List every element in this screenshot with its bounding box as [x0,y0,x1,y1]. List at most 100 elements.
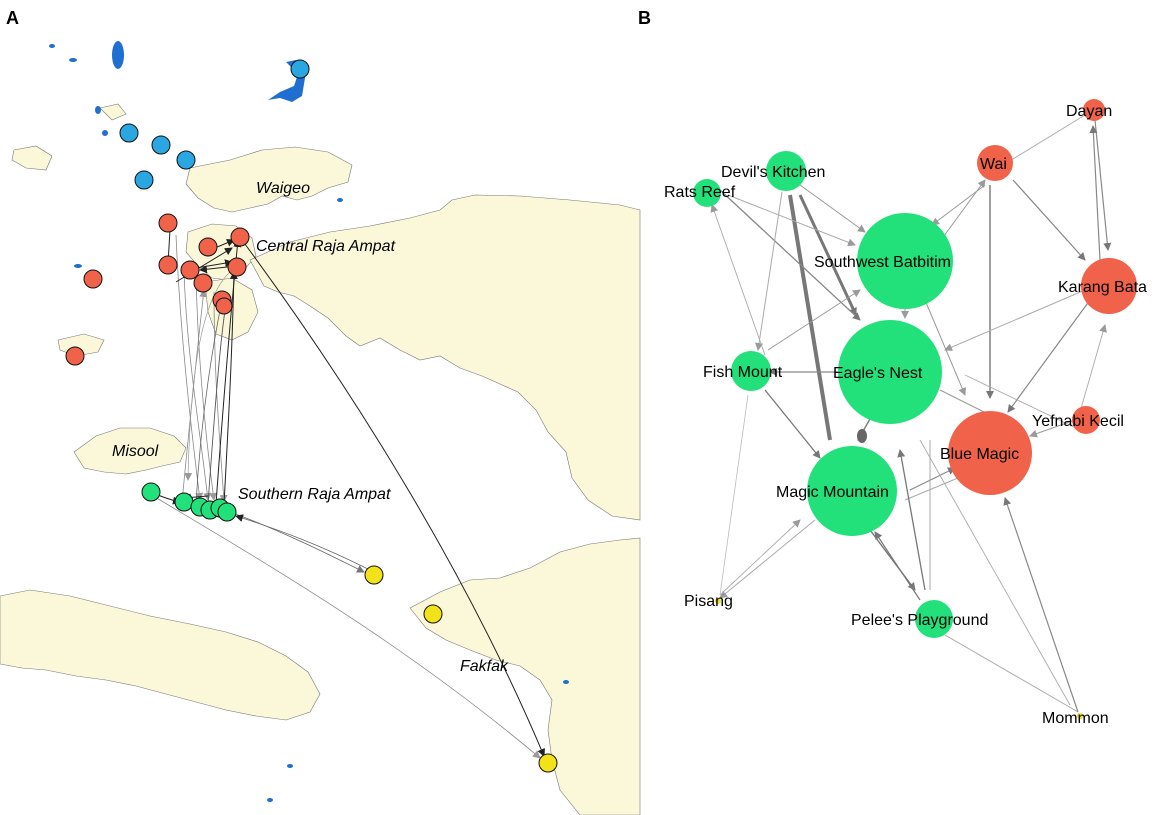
map-sites [65,59,558,773]
site-marker-southern[interactable] [141,482,161,502]
node-devils-kitchen[interactable] [766,151,806,191]
label-fakfak: Fakfak [460,658,509,675]
node-eagles-nest[interactable] [838,320,942,424]
node-label: Karang Bata [1058,279,1147,296]
reef-10 [267,798,273,802]
site-marker-fakfak[interactable] [538,753,558,773]
site-marker-north[interactable] [151,135,171,155]
panel-b-network: B [638,8,1147,727]
site-marker-fakfak[interactable] [364,565,384,585]
node-wai[interactable] [977,145,1013,181]
node-yefnabi-kecil[interactable] [1072,406,1100,434]
node-magic-mountain[interactable] [807,446,897,536]
node-dayan[interactable] [1083,99,1105,121]
network-edge [944,289,1086,351]
site-marker-central[interactable] [230,227,250,247]
network-edge [1094,119,1112,251]
site-marker-central[interactable] [180,260,200,280]
node-label: Southwest Batbitim [814,254,951,271]
network-edge [1079,324,1107,413]
map-edge [241,239,545,757]
node-karang-bata[interactable] [1081,258,1137,314]
node-label: Rats Reef [664,184,736,201]
site-marker-central[interactable] [158,213,178,233]
network-nodes [693,99,1137,719]
node-label: Magic Mountain [776,484,889,501]
map-edge [207,303,229,505]
mainland-fakfak [409,537,641,815]
network-edge [964,374,1077,429]
reef-7 [337,198,343,202]
landmasses [0,103,641,815]
map-edge [175,234,204,501]
node-southwest-batbitim[interactable] [857,213,953,309]
reef-2 [49,44,55,48]
site-marker-central[interactable] [198,237,218,257]
map-edge [235,514,371,571]
node-rats-reef[interactable] [693,179,721,207]
network-edge [931,184,986,226]
node-fish-mount[interactable] [731,351,771,391]
network-edge [799,184,866,233]
node-blue-magic[interactable] [948,411,1032,495]
map-edge [184,271,231,481]
network-edge [719,189,861,321]
node-label: Pelee's Playground [851,612,988,629]
node-label: Dayan [1066,103,1112,120]
reef-1 [112,41,124,69]
site-marker-north[interactable] [134,170,154,190]
node-label: Yefnabi Kecil [1032,413,1124,430]
node-label: Fish Mount [703,364,783,381]
label-central-raja-ampat: Central Raja Ampat [256,238,396,255]
map-edge [195,275,218,501]
site-marker-central[interactable] [227,257,247,277]
reef-9 [287,764,293,768]
site-marker-central[interactable] [215,297,233,315]
label-southern-raja-ampat: Southern Raja Ampat [238,486,391,503]
node-pelees-playground[interactable] [915,600,953,638]
map-edge [195,299,225,505]
network-edge [904,477,959,501]
panel-a-letter: A [6,8,19,28]
site-marker-southern[interactable] [174,492,194,512]
network-node-labels: Devil's Kitchen Rats Reef Southwest Batb… [664,103,1147,727]
node-label: Devil's Kitchen [721,164,825,181]
site-marker-fakfak[interactable] [423,604,443,624]
island-west-small [11,145,53,171]
map-edge [183,267,212,501]
island-seram [0,589,321,721]
network-edge [788,194,832,441]
network-edge [767,289,861,351]
site-marker-north[interactable] [119,123,139,143]
panel-a-map: A [0,8,641,815]
map-place-labels: Waigeo Central Raja Ampat Misool Souther… [112,180,509,675]
network-edge [924,299,966,396]
island-waigeo [185,146,353,213]
map-edge [215,239,242,505]
label-misool: Misool [112,443,159,460]
site-marker-central[interactable] [65,346,85,366]
island-misool [73,427,187,475]
network-edge [1003,497,1079,713]
site-marker-central[interactable] [193,273,213,293]
network-edge [719,519,801,596]
node-mommon[interactable] [1077,713,1083,719]
network-edge [727,194,856,247]
site-marker-central[interactable] [158,255,178,275]
mainland-birds-head [249,194,641,521]
network-edge [869,529,916,591]
node-label: Wai [980,156,1007,173]
label-waigeo: Waigeo [256,180,310,197]
network-edge [719,394,749,596]
site-marker-north[interactable] [176,150,196,170]
site-marker-central[interactable] [83,269,103,289]
map-edge [181,289,208,503]
site-marker-north[interactable] [290,59,310,79]
node-label: Pisang [684,593,733,610]
network-edge [798,194,858,316]
node-label: Eagle's Nest [833,365,923,382]
site-marker-southern[interactable] [217,502,237,522]
node-pisang[interactable] [715,598,721,604]
map-edge [149,493,541,759]
